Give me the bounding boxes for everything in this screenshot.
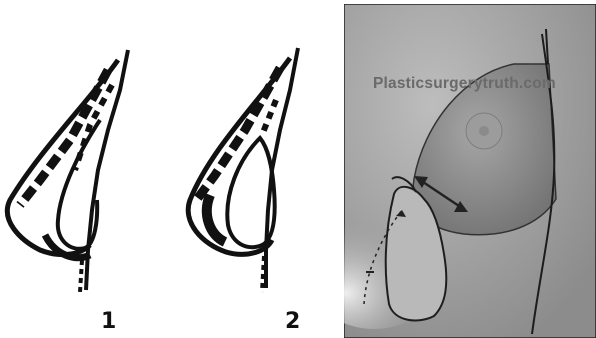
- shading-stroke: [80, 260, 82, 292]
- breast-implant-illustration: [344, 4, 596, 338]
- figure-number-2: 2: [285, 309, 300, 334]
- breast-profile-sketch-1: [0, 30, 170, 338]
- sketch-panel-1: [0, 30, 170, 338]
- watermark-text: Plasticsurgerytruth.com: [373, 75, 556, 93]
- illustration-panel: [344, 4, 596, 338]
- sketch-panel-2: [180, 30, 340, 338]
- nipple: [479, 126, 489, 136]
- shading-stroke: [195, 68, 280, 202]
- implant-outline: [58, 120, 100, 249]
- shading-stroke: [207, 195, 225, 242]
- breast-profile-sketch-2: [180, 30, 340, 338]
- chest-wall-line: [86, 50, 128, 290]
- shading-stroke: [262, 256, 264, 292]
- figure-number-1: 1: [101, 309, 116, 334]
